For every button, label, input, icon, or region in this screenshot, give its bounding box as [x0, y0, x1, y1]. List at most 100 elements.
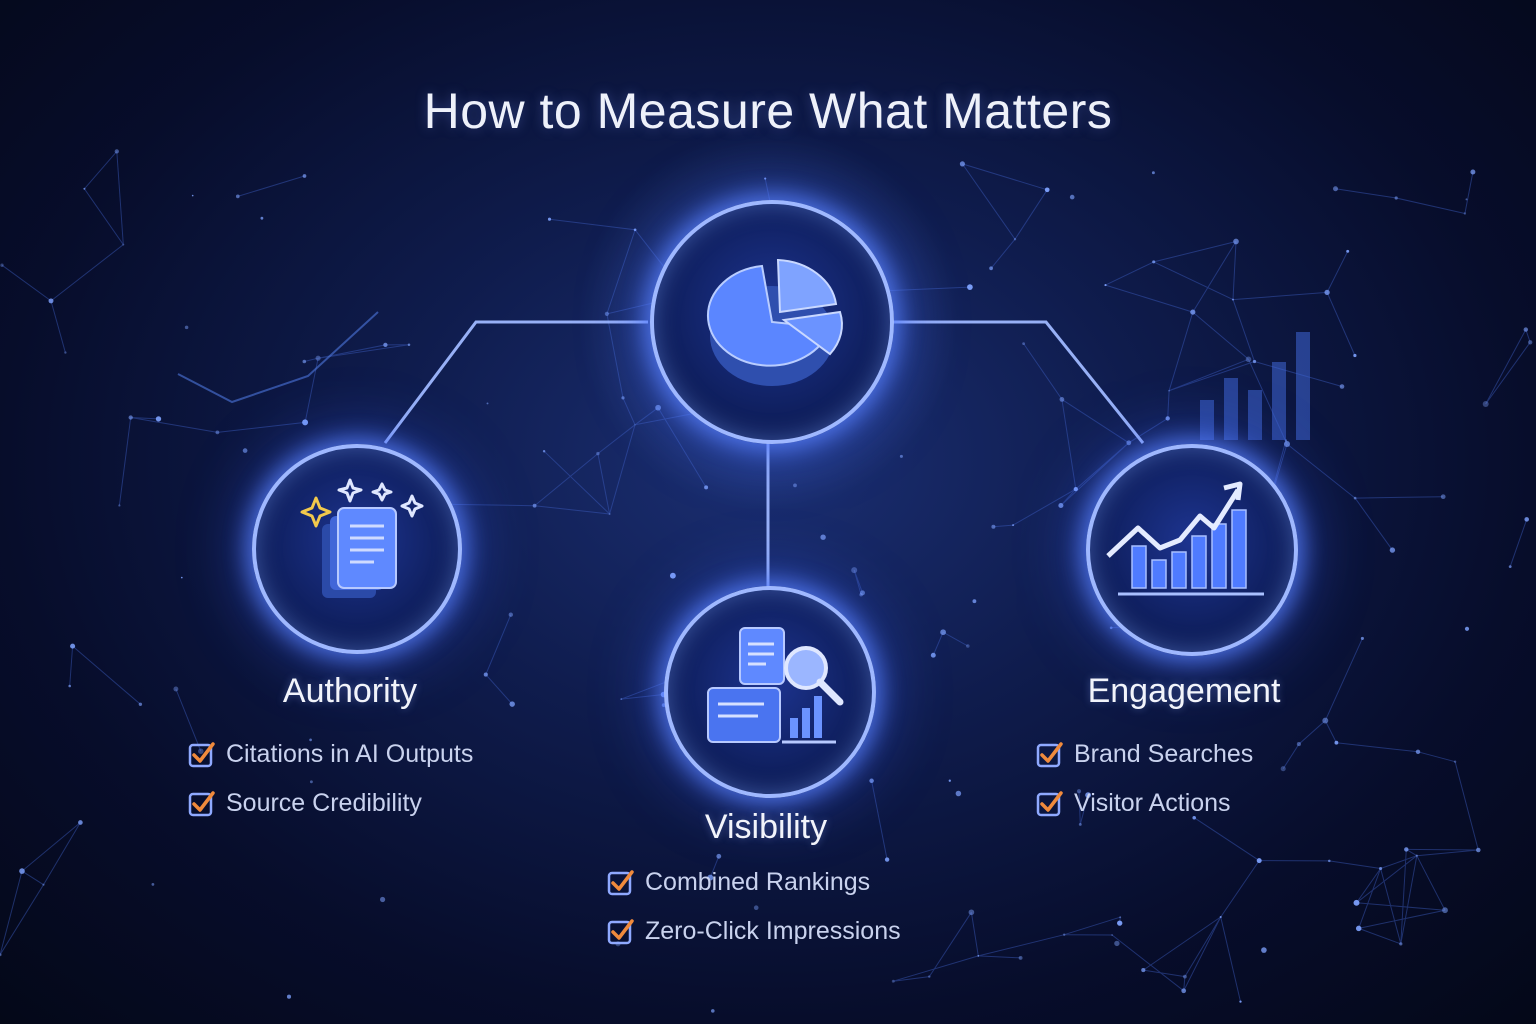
network-dot — [669, 572, 676, 579]
network-dot — [1192, 815, 1196, 820]
network-line — [1079, 794, 1089, 825]
metric-label: Brand Searches — [1074, 740, 1254, 768]
network-line — [970, 912, 979, 956]
network-line — [0, 870, 23, 955]
network-dot — [509, 701, 515, 707]
network-dot — [1453, 760, 1457, 763]
network-line — [1326, 251, 1349, 293]
network-dot — [1152, 260, 1156, 264]
network-dot — [1324, 289, 1330, 296]
network-line — [1232, 291, 1328, 301]
engagement-metrics: Brand Searches Visitor Actions — [1036, 730, 1253, 828]
network-line — [990, 238, 1016, 269]
network-dot — [1464, 626, 1470, 631]
network-dot — [532, 503, 537, 508]
visibility-label: Visibility — [704, 808, 828, 846]
network-dot — [1078, 822, 1082, 826]
network-line — [534, 453, 599, 507]
network-line — [1298, 720, 1326, 745]
network-line — [69, 646, 74, 687]
network-dot — [1013, 238, 1017, 241]
network-dot — [1463, 212, 1467, 215]
list-item: Source Credibility — [188, 779, 473, 828]
network-dot — [1296, 742, 1301, 747]
network-line — [485, 614, 512, 675]
network-line — [1023, 343, 1063, 400]
network-line — [1525, 329, 1531, 343]
network-dot — [1353, 353, 1357, 358]
network-dot — [1379, 866, 1383, 871]
network-line — [1326, 292, 1356, 356]
network-dot — [1168, 389, 1170, 392]
network-dot — [860, 590, 865, 596]
network-dot — [959, 161, 965, 167]
network-dot — [1044, 187, 1050, 193]
stars — [300, 478, 424, 528]
network-line — [978, 934, 1065, 957]
network-line — [217, 421, 306, 433]
network-line — [50, 244, 124, 302]
network-dot — [1256, 858, 1262, 864]
network-dot — [1069, 194, 1075, 200]
network-dot — [118, 504, 121, 507]
network-dot — [596, 451, 600, 456]
network-dot — [180, 576, 183, 579]
network-dot — [967, 284, 973, 290]
network-line — [1105, 284, 1193, 313]
metric-label: Zero-Click Impressions — [645, 917, 901, 945]
network-dot — [309, 738, 312, 742]
network-line — [21, 870, 44, 886]
network-dot — [1476, 847, 1481, 853]
network-dot — [1063, 933, 1066, 936]
documents-stars-icon — [300, 478, 424, 598]
network-dot — [198, 748, 204, 754]
network-dot — [989, 266, 993, 271]
network-line — [1060, 442, 1130, 506]
network-dot — [309, 780, 313, 784]
network-line — [993, 524, 1014, 528]
network-line — [1111, 934, 1185, 992]
network-line — [1232, 299, 1255, 362]
network-line — [1417, 751, 1456, 763]
network-dot — [851, 567, 858, 574]
network-dot — [1126, 440, 1132, 446]
network-line — [1014, 189, 1048, 240]
checkbox-checked-icon — [607, 918, 634, 944]
checkbox-checked-icon — [188, 741, 215, 767]
network-line — [1354, 497, 1393, 551]
network-dot — [1523, 327, 1529, 332]
network-dot — [1252, 359, 1257, 364]
network-line — [1464, 171, 1474, 214]
network-dot — [1465, 198, 1468, 201]
network-line — [1078, 791, 1081, 825]
visibility-node — [664, 586, 876, 798]
network-dot — [1059, 397, 1065, 402]
network-dot — [820, 534, 826, 540]
network-dot — [19, 868, 25, 874]
document-magnifier-icon — [707, 627, 844, 744]
network-line — [893, 955, 979, 982]
network-line — [1220, 916, 1241, 1002]
network-dot — [1261, 947, 1267, 953]
network-dot — [1183, 974, 1187, 979]
network-dot — [948, 779, 951, 782]
network-line — [1061, 399, 1077, 490]
network-line — [962, 163, 1048, 191]
network-line — [118, 417, 132, 506]
network-line — [1282, 743, 1300, 769]
network-dot — [151, 883, 155, 886]
pie-chart-icon — [706, 258, 843, 386]
network-line — [1396, 197, 1466, 214]
network-dot — [486, 402, 489, 405]
network-dot — [155, 416, 162, 422]
network-dot — [1360, 636, 1364, 640]
network-line — [1168, 311, 1194, 391]
network-dot — [1181, 988, 1187, 994]
network-dot — [0, 263, 4, 267]
network-dot — [620, 698, 623, 701]
network-line — [1400, 855, 1418, 944]
network-line — [1286, 443, 1356, 499]
network-line — [1167, 390, 1170, 419]
network-line — [1168, 358, 1249, 392]
network-dot — [972, 599, 977, 604]
